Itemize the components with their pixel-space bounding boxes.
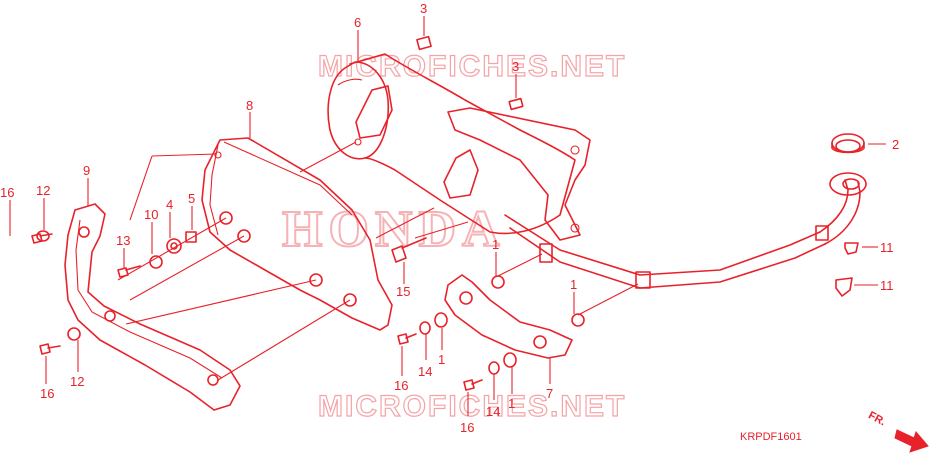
callout-14-mid: 14	[418, 364, 432, 379]
callout-16-mid: 16	[394, 378, 408, 393]
gasket	[831, 133, 865, 154]
callout-15: 15	[396, 284, 410, 299]
callout-12-left-top: 12	[36, 183, 50, 198]
front-direction-arrow: FR.	[866, 409, 929, 453]
heat-guard	[444, 274, 573, 359]
callout-8: 8	[246, 98, 253, 113]
muffler-cover	[64, 203, 241, 411]
watermark-top: MICROFICHES.NET	[318, 50, 626, 83]
callout-6: 6	[354, 15, 361, 30]
front-direction-label: FR.	[866, 409, 887, 428]
callout-2: 2	[892, 137, 899, 152]
callout-5: 5	[188, 191, 195, 206]
callout-12-left-bottom: 12	[70, 374, 84, 389]
callout-1-bottom: 1	[508, 396, 515, 411]
callout-3-top: 3	[420, 1, 427, 16]
front-arrow-icon	[894, 429, 929, 453]
callout-7: 7	[546, 386, 553, 401]
callout-11-top: 11	[880, 240, 894, 255]
callout-9: 9	[83, 163, 90, 178]
callout-1-mid: 1	[492, 237, 499, 252]
callout-16-left-top: 16	[0, 185, 14, 200]
callout-16-left-bottom: 16	[40, 386, 54, 401]
callout-1-right: 1	[570, 277, 577, 292]
muffler-protector	[201, 137, 393, 331]
callout-labels: 6 3 3 8 2 9 16 12 10 4 5 13 15 1 1 11 11…	[0, 1, 899, 435]
muffler	[327, 53, 861, 289]
diagram-code: KRPDF1601	[740, 431, 802, 443]
callout-13: 13	[116, 233, 130, 248]
callout-14-bottom: 14	[486, 404, 500, 419]
callout-leaders	[9, 16, 886, 416]
callout-3-mid: 3	[512, 59, 519, 74]
watermark-bottom: MICROFICHES.NET	[318, 390, 626, 423]
fasteners	[31, 35, 859, 391]
callout-1-mid-bottom: 1	[438, 352, 445, 367]
callout-4: 4	[166, 197, 173, 212]
callout-11-bottom: 11	[880, 278, 894, 293]
callout-10: 10	[144, 207, 158, 222]
assembly-guide-lines	[117, 141, 639, 381]
pipe-flange	[829, 172, 867, 196]
callout-16-bottom: 16	[460, 420, 474, 435]
watermark-brand: HONDA	[282, 201, 506, 258]
